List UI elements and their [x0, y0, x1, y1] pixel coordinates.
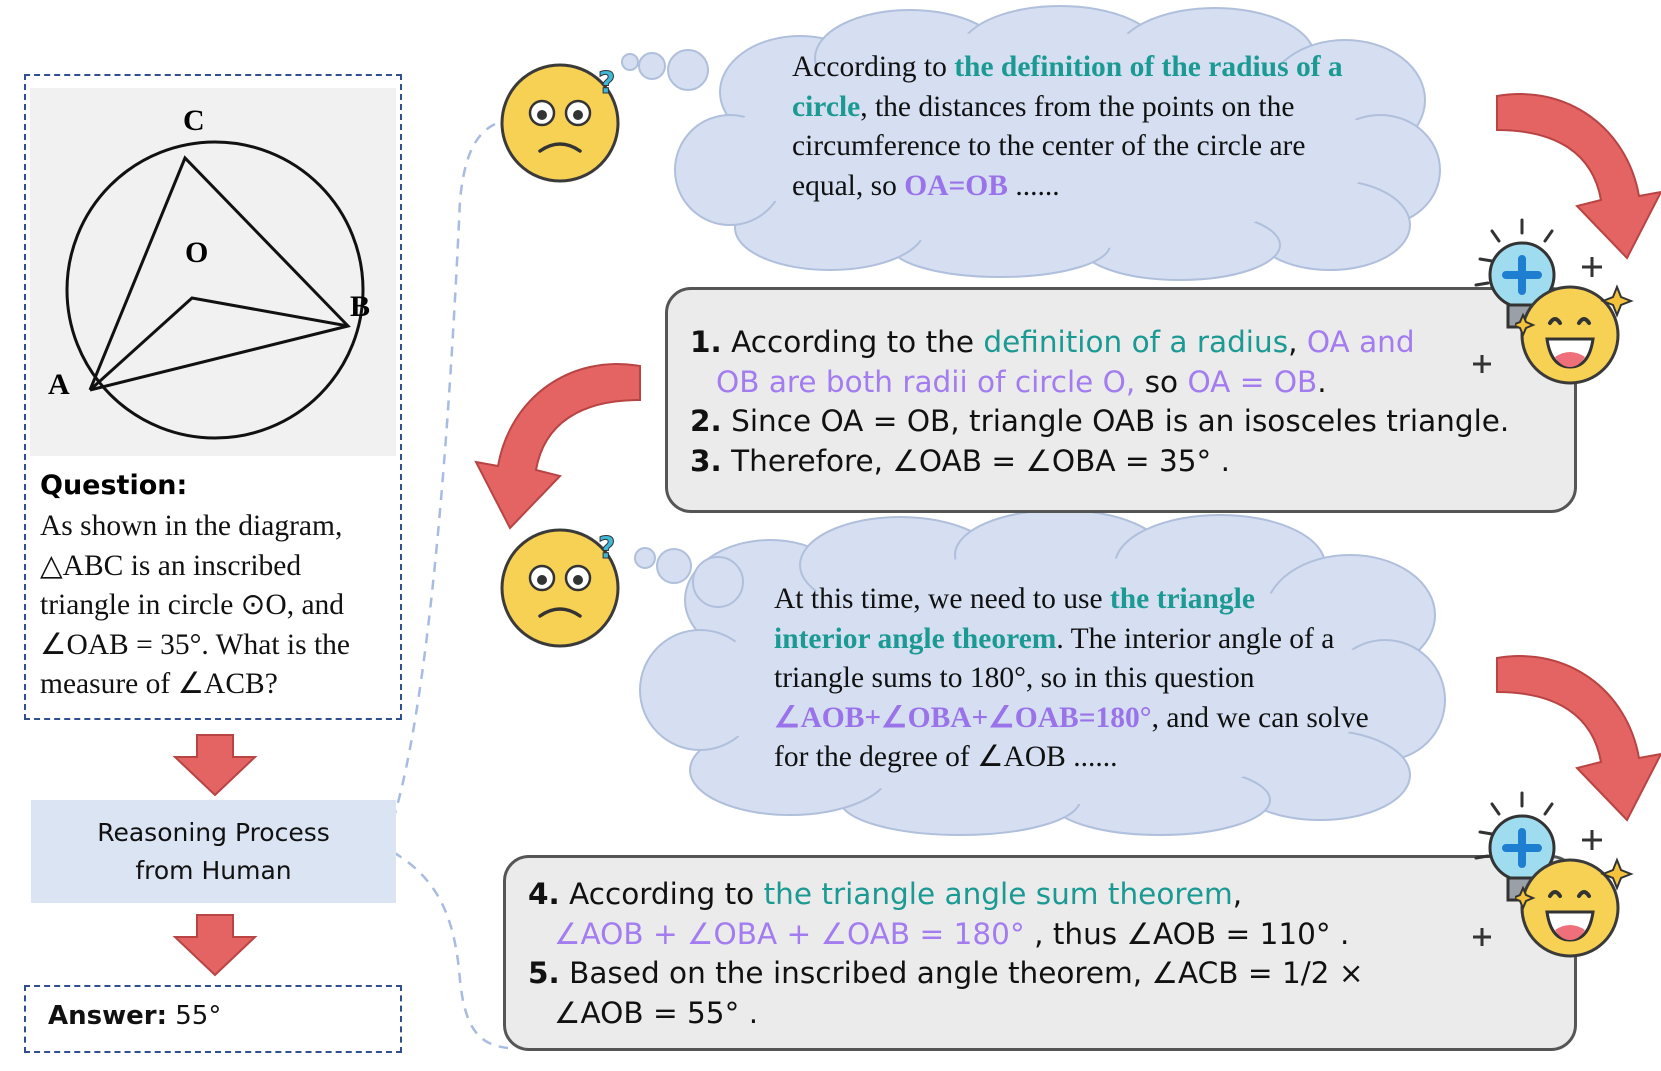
grinning-face-icon [1515, 857, 1634, 958]
answer-box-1-text: 1. According to the definition of a radi… [690, 325, 1510, 478]
label-o: O [185, 236, 209, 269]
grinning-face-icon [1515, 284, 1634, 385]
svg-text:?: ? [598, 531, 615, 566]
curved-arrow-icon [474, 363, 641, 530]
answer-card [24, 985, 402, 1053]
thought-text-1: According to the definition of the radiu… [792, 51, 1343, 202]
thought-text-2: At this time, we need to use the triangl… [774, 583, 1369, 773]
label-c: C [183, 104, 205, 137]
geometry-diagram [30, 88, 396, 456]
thinking-face-icon: ? [500, 528, 620, 648]
reasoning-process-box: Reasoning Process from Human [31, 800, 396, 903]
connector-dashed-lower [392, 850, 509, 1050]
label-b: B [350, 290, 371, 323]
answer-box-2-text: 4. According to the triangle angle sum t… [528, 877, 1364, 1030]
label-a: A [48, 368, 70, 401]
svg-text:?: ? [598, 66, 615, 101]
answer-box-2 [503, 855, 1577, 1051]
down-arrow-icon [174, 734, 256, 796]
thinking-face-icon: ? [500, 63, 620, 183]
answer-text: Answer: 55° [48, 1001, 222, 1031]
answer-box-1 [665, 287, 1577, 513]
question-label: Question: [40, 470, 188, 501]
question-text: As shown in the diagram, △ABC is an insc… [40, 510, 350, 700]
thought-bubble-dot [667, 49, 709, 91]
down-arrow-icon [174, 914, 256, 976]
connector-dashed-upper [391, 120, 501, 821]
